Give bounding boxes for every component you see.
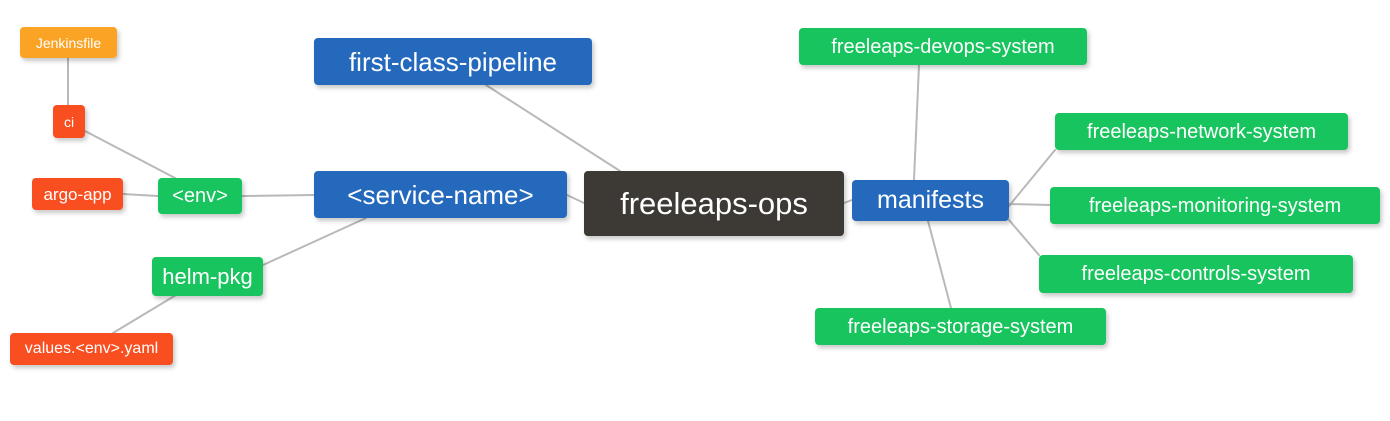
mindmap-node-root[interactable]: freeleaps-ops	[584, 171, 844, 236]
mindmap-node-label: freeleaps-storage-system	[847, 315, 1074, 338]
edge-storage-to-manifests	[927, 220, 952, 309]
edge-monitoring-to-manifests	[1008, 203, 1051, 206]
edge-devops-to-manifests	[913, 64, 920, 181]
mindmap-node-label: argo-app	[43, 184, 112, 204]
mindmap-node-label: values.<env>.yaml	[24, 340, 159, 357]
mindmap-node-ci[interactable]: ci	[53, 105, 85, 138]
mindmap-node-label: ci	[63, 113, 75, 130]
mindmap-node-label: manifests	[877, 186, 984, 214]
mindmap-node-monitoring[interactable]: freeleaps-monitoring-system	[1050, 187, 1380, 224]
edge-root-to-manifests	[843, 199, 853, 204]
edge-ci-to-env	[84, 130, 176, 179]
mindmap-node-label: freeleaps-monitoring-system	[1088, 194, 1342, 217]
mindmap-node-label: first-class-pipeline	[348, 46, 558, 77]
mindmap-node-storage[interactable]: freeleaps-storage-system	[815, 308, 1106, 345]
mindmap-node-label: freeleaps-controls-system	[1081, 263, 1311, 285]
mindmap-node-controls[interactable]: freeleaps-controls-system	[1039, 255, 1353, 293]
edge-controls-to-manifests	[1008, 219, 1040, 256]
mindmap-node-network[interactable]: freeleaps-network-system	[1055, 113, 1348, 150]
edge-helm-to-service	[262, 217, 367, 266]
mindmap-node-label: <env>	[172, 185, 228, 207]
mindmap-node-pipeline[interactable]: first-class-pipeline	[314, 38, 592, 85]
mindmap-node-label: freeleaps-devops-system	[831, 35, 1055, 58]
edge-service-to-root	[566, 194, 585, 204]
mindmap-node-helm[interactable]: helm-pkg	[152, 257, 263, 296]
mindmap-node-label: <service-name>	[347, 179, 534, 210]
mindmap-node-label: helm-pkg	[162, 263, 253, 289]
edge-env-to-service	[241, 194, 315, 197]
mindmap-node-label: Jenkinsfile	[35, 34, 102, 51]
edge-argoapp-to-env	[122, 193, 159, 197]
mindmap-node-jenkinsfile[interactable]: Jenkinsfile	[20, 27, 117, 58]
mindmap-node-manifests[interactable]: manifests	[852, 180, 1009, 221]
mindmap-node-devops[interactable]: freeleaps-devops-system	[799, 28, 1087, 65]
mindmap-node-service[interactable]: <service-name>	[314, 171, 567, 218]
edge-values-to-helm	[112, 294, 177, 334]
mindmap-node-label: freeleaps-network-system	[1087, 120, 1316, 143]
edge-network-to-manifests	[1008, 149, 1056, 207]
mindmap-node-env[interactable]: <env>	[158, 178, 242, 214]
mindmap-node-values[interactable]: values.<env>.yaml	[10, 333, 173, 365]
mindmap-node-label: freeleaps-ops	[620, 186, 808, 221]
mindmap-node-argoapp[interactable]: argo-app	[32, 178, 123, 210]
edge-pipeline-to-root	[485, 84, 621, 172]
